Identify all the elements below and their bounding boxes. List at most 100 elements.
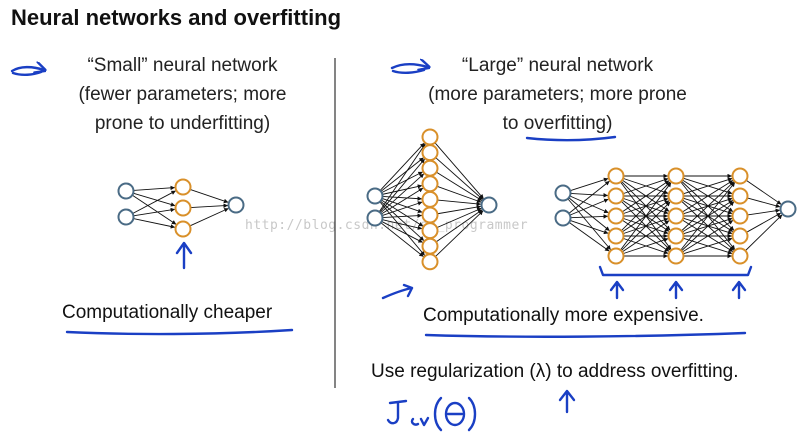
deep-network-hidden-node	[607, 247, 625, 265]
tall-network-edge	[380, 200, 425, 241]
tall-network-edge	[380, 222, 424, 257]
tall-network-edge	[435, 157, 483, 200]
tall-network-edge	[434, 142, 484, 199]
deep-network-hidden-node	[731, 227, 749, 245]
tall-network-edge	[435, 209, 483, 243]
handwritten-j	[386, 399, 408, 425]
deep-network-edge	[682, 180, 734, 213]
deep-network-edge	[622, 177, 669, 195]
deep-network-hidden-node	[607, 227, 625, 245]
tall-network-hidden-node	[421, 128, 439, 146]
deep-network-hidden-node	[607, 167, 625, 185]
small-hidden-up-arrow	[175, 241, 193, 270]
handwritten-open-paren	[433, 396, 443, 432]
tall-network-edge	[382, 184, 423, 195]
network-nodes	[117, 128, 797, 271]
small-network-edge	[132, 190, 176, 214]
large-caption-suffix: )	[606, 113, 613, 134]
deep-network-edge	[620, 182, 672, 251]
deep-network-hidden-node	[607, 187, 625, 205]
expensive-underline	[424, 331, 747, 338]
tall-network-edge	[437, 204, 482, 215]
tall-network-edge	[381, 199, 424, 227]
deep-network-hidden-node	[667, 247, 685, 265]
deep-network-edge	[745, 214, 783, 252]
watermark: http://blog.csdn.net/sd_programmer	[245, 218, 529, 233]
deep-network-edge	[621, 220, 670, 253]
tall-network-edge	[379, 142, 425, 191]
left-pointer-tail	[11, 70, 43, 76]
deep-network-input-node	[554, 209, 572, 227]
hidden-layers-bracket	[598, 265, 753, 277]
deep-network-hidden-node	[731, 207, 749, 225]
deep-network-edge	[568, 180, 610, 214]
deep-network-hidden-node	[731, 187, 749, 205]
tall-network-edge	[436, 185, 482, 203]
tall-network-hidden-node	[421, 237, 439, 255]
tall-network-edge	[381, 198, 423, 214]
network-edges	[131, 142, 783, 259]
hidden-layer-2-arrow	[668, 280, 684, 300]
regularization-text: Use regularization (λ) to address overfi…	[371, 361, 739, 382]
deep-network-edge	[747, 197, 781, 208]
deep-network-edge	[621, 180, 670, 213]
deep-network-edge	[570, 214, 608, 219]
deep-network-edge	[567, 198, 611, 250]
tall-network-edge	[378, 143, 426, 213]
large-caption-line-3: to overfitting)	[370, 109, 745, 138]
deep-network-edge	[622, 237, 669, 255]
deep-network-hidden-node	[667, 227, 685, 245]
computationally-expensive-label: Computationally more expensive.	[423, 305, 704, 326]
deep-network-edge	[681, 201, 735, 252]
deep-network-edge	[683, 177, 733, 195]
deep-network-edge	[569, 195, 609, 214]
tall-network-edge	[437, 199, 481, 207]
tall-network-hidden-node	[421, 206, 439, 224]
deep-network-hidden-node	[667, 167, 685, 185]
deep-network-edge	[568, 197, 610, 231]
deep-network-edge	[620, 181, 671, 232]
tall-network-hidden-node	[421, 144, 439, 162]
tall-network-edge	[435, 210, 484, 257]
small-network-edge	[131, 194, 177, 225]
lambda-up-arrow	[558, 389, 576, 414]
deep-network-hidden-node	[731, 247, 749, 265]
hidden-layer-1-arrow	[609, 280, 625, 300]
left-pointer-arrow	[10, 67, 44, 71]
tall-network-edge	[381, 201, 423, 217]
tall-network-edge	[380, 157, 424, 192]
small-network-hidden-node	[174, 220, 192, 238]
tall-network-hidden-node	[421, 159, 439, 177]
tall-network-hidden-node	[421, 190, 439, 208]
small-network-edge	[133, 207, 176, 217]
small-network-hidden-node	[174, 199, 192, 217]
deep-network-hidden-node	[667, 207, 685, 225]
tall-network-hidden-node	[421, 253, 439, 271]
handwritten-close-paren	[467, 396, 477, 432]
deep-network-hidden-node	[731, 167, 749, 185]
cheaper-underline	[65, 328, 294, 336]
small-network-edge	[190, 203, 228, 209]
pen-annotations	[10, 64, 753, 432]
tall-network-edge	[379, 201, 425, 256]
small-network-edge	[133, 192, 176, 207]
tall-network-edge	[382, 219, 423, 230]
deep-network-hidden-node	[607, 207, 625, 225]
tall-network-edge	[381, 221, 423, 243]
deep-network-edge	[681, 181, 735, 232]
small-network-output-node	[227, 196, 245, 214]
tall-network-input-node	[366, 187, 384, 205]
tall-network-edge	[436, 171, 483, 201]
deep-network-edge	[568, 222, 610, 252]
overfitting-word: overfitting	[523, 113, 607, 134]
deep-network-edge	[570, 177, 609, 192]
deep-network-output-node	[779, 200, 797, 218]
page-title: Neural networks and overfitting	[11, 5, 342, 30]
large-caption-line-2: (more parameters; more prone	[428, 84, 687, 105]
deep-network-edge	[683, 237, 733, 255]
tall-network-edge	[379, 158, 425, 213]
small-network-hidden-node	[174, 178, 192, 196]
tall-network-output-node	[480, 196, 498, 214]
deep-network-edge	[680, 182, 736, 251]
